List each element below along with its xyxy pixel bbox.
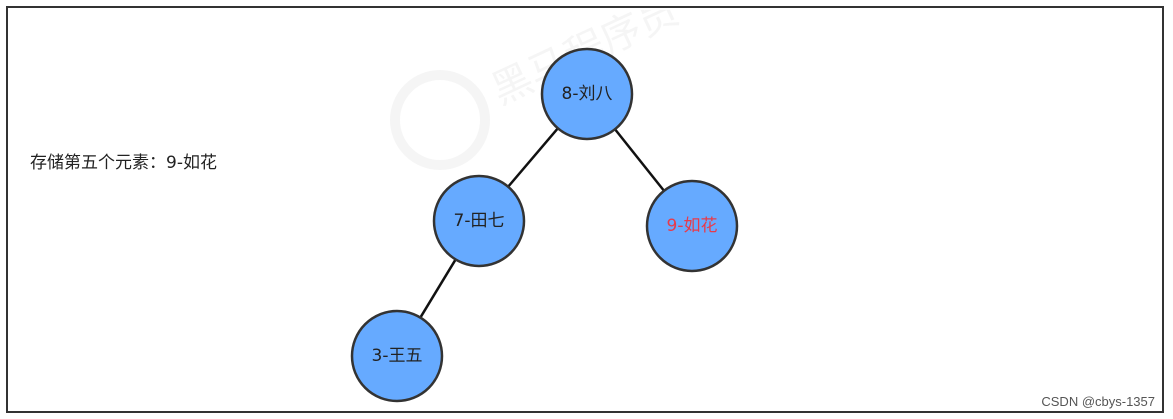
caption-text: 存储第五个元素：9-如花 [30,153,217,173]
tree-edge-n7-n3 [419,258,457,319]
tree-node-n3: 3-王五 [350,309,444,403]
nodes-layer: 8-刘八 7-田七 9-如花 3-王五 [350,47,739,403]
tree-node-n8: 8-刘八 [540,47,634,141]
tree-node-n7: 7-田七 [432,174,526,268]
tree-edge-n8-n9 [614,128,665,192]
edges-layer [419,127,665,319]
tree-edge-n8-n7 [507,127,559,188]
tree-node-label: 7-田七 [454,211,505,231]
tree-node-label: 3-王五 [372,346,423,366]
tree-node-circle [645,179,739,273]
tree-node-label: 8-刘八 [562,84,613,104]
tree-node-circle [540,47,634,141]
tree-node-label: 9-如花 [667,216,718,236]
credit-text: CSDN @cbys-1357 [1041,394,1155,409]
tree-node-circle [432,174,526,268]
tree-node-circle [350,309,444,403]
tree-node-n9: 9-如花 [645,179,739,273]
